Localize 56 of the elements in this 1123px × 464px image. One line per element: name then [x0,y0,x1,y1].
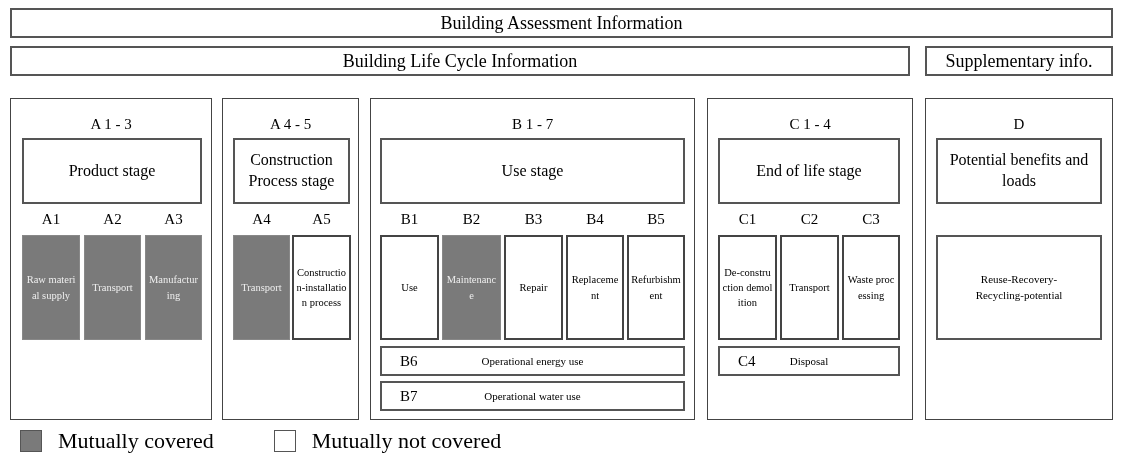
header-bar: Supplementary info. [925,46,1113,76]
module-row-box [718,346,900,376]
module-panel [370,98,695,420]
module-code: A1 [41,212,61,227]
module-box: Refurbishment [627,235,685,340]
covered-module-box: Maintenance [442,235,501,340]
covered-module-box: Manufacturing [145,235,202,340]
covered-module-box: Transport [84,235,141,340]
module-code: C1 [738,212,757,227]
module-name: Disposal [789,353,829,369]
module-code: C2 [800,212,819,227]
module-code: A4 [252,212,271,227]
module-code: A 4 - 5 [269,117,312,132]
module-code: A3 [164,212,183,227]
covered-module-box: Transport [233,235,290,340]
stage-box: End of life stage [718,138,900,204]
module-code: B4 [586,212,604,227]
module-box: De-construction demolition [718,235,777,340]
module-code: B1 [400,212,419,227]
module-code: C 1 - 4 [789,117,831,132]
module-box: Replacement [566,235,624,340]
module-code: B6 [400,353,418,369]
covered-module-box: Raw material supply [22,235,80,340]
module-box: Waste processing [842,235,900,340]
module-box: Use [380,235,439,340]
module-box: Transport [780,235,839,340]
legend-label: Mutually not covered [311,430,502,452]
module-code: B5 [647,212,665,227]
module-code: D [1013,117,1025,132]
module-code: B7 [400,388,418,404]
module-panel [222,98,359,420]
stage-box: Product stage [22,138,202,204]
module-code: B2 [462,212,481,227]
module-box: Reuse-Recovery-Recycling-potential [936,235,1102,340]
module-code: A2 [103,212,122,227]
legend-label: Mutually covered [58,430,214,452]
module-code: C3 [862,212,880,227]
module-panel [707,98,913,420]
module-row-box [380,346,685,376]
module-panel [10,98,212,420]
module-code: B3 [524,212,543,227]
stage-box: Use stage [380,138,685,204]
module-row-box [380,381,685,411]
module-name: Operational water use [484,388,581,404]
module-box: Repair [504,235,563,340]
module-panel [925,98,1113,420]
module-name: Operational energy use [481,353,584,369]
module-code: A 1 - 3 [90,117,132,132]
header-bar: Building Assessment Information [10,8,1113,38]
stage-box: Potential benefits and loads [936,138,1102,204]
stage-box: Construction Process stage [233,138,350,204]
module-box: Construction-installation process [292,235,351,340]
module-code: C4 [738,353,756,369]
module-code: A5 [312,212,331,227]
module-code: B 1 - 7 [511,117,554,132]
header-bar: Building Life Cycle Information [10,46,910,76]
